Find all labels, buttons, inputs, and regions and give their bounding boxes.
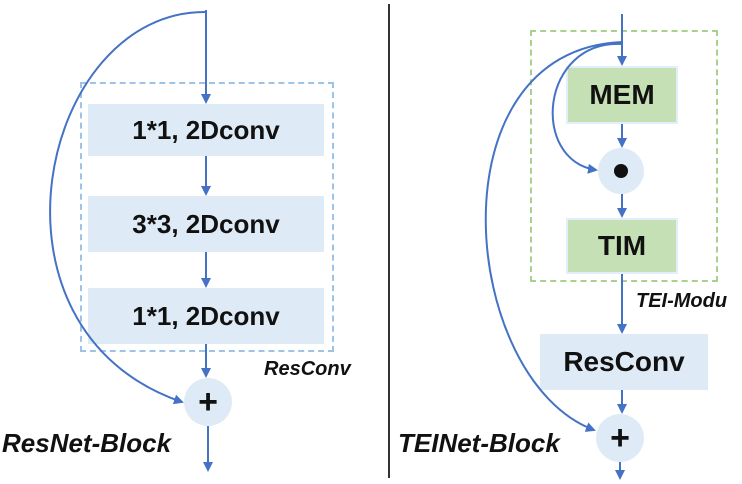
resnet-conv3-block: 1*1, 2Dconv [88, 288, 324, 344]
tei-module-label: TEI-Modu [636, 290, 728, 312]
multiply-node [598, 148, 644, 194]
tei-module-box [530, 30, 718, 282]
mem-skip-connection [551, 42, 623, 174]
panel-divider [388, 4, 390, 478]
teinet-block-label: TEINet-Block [398, 428, 560, 458]
teinet-add-node: + [596, 414, 644, 462]
resnet-add-node: + [184, 378, 232, 426]
tim-block: TIM [566, 218, 678, 274]
multiply-dot-icon [614, 164, 628, 178]
resnet-block-label: ResNet-Block [2, 428, 172, 458]
resnet-skip-connection [49, 10, 207, 405]
resnet-conv2-block: 3*3, 2Dconv [88, 196, 324, 252]
teinet-resconv-block: ResConv [540, 334, 708, 390]
mem-block: MEM [566, 66, 678, 124]
resconv-group-label: ResConv [264, 358, 351, 380]
resnet-conv1-block: 1*1, 2Dconv [88, 104, 324, 156]
teinet-skip-connection [484, 41, 623, 432]
